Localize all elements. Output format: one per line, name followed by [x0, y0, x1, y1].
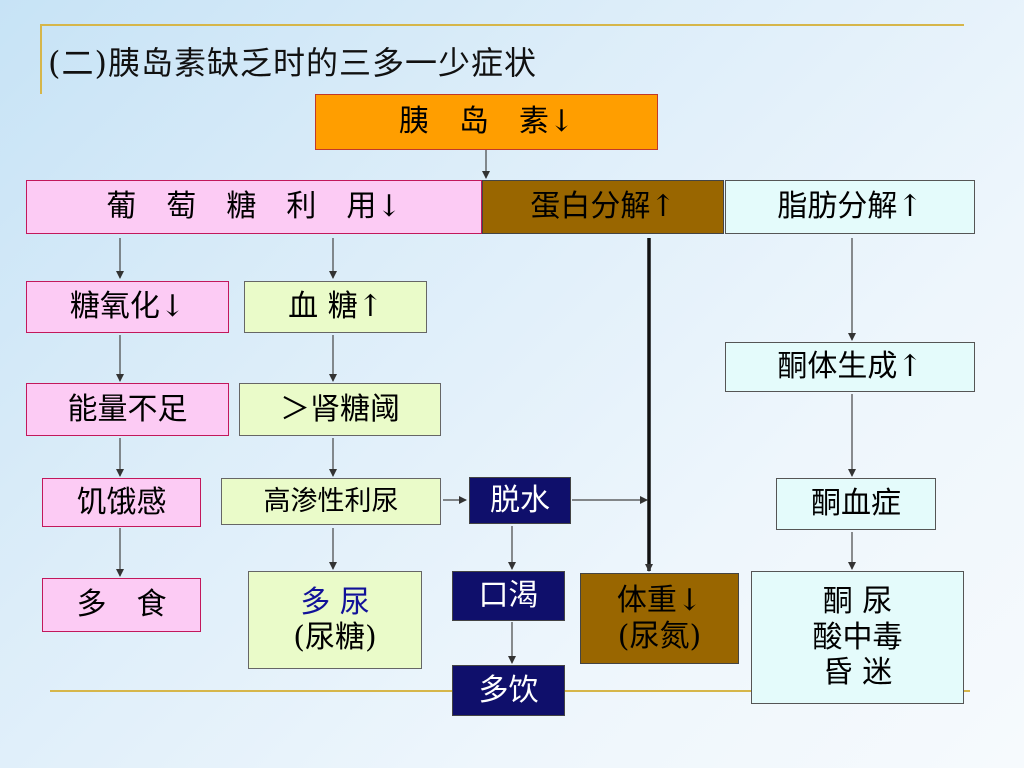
polydipsia-box: 多饮: [452, 665, 565, 716]
blood-sugar-box: 血 糖↑: [244, 281, 427, 333]
ketone-generation-label: 酮体生成↑: [777, 349, 923, 384]
polydipsia-label: 多饮: [478, 672, 539, 708]
blood-sugar-label: 血 糖↑: [288, 289, 383, 324]
ketoacidosis-box: 酮 尿 酸中毒 昏 迷: [751, 571, 964, 704]
glucose-utilization-label: 葡 萄 糖 利 用↓: [106, 189, 402, 224]
dehydration-box: 脱水: [469, 477, 571, 524]
fat-breakdown-box: 脂肪分解↑: [725, 180, 975, 234]
ketone-generation-box: 酮体生成↑: [725, 342, 975, 392]
fat-breakdown-label: 脂肪分解↑: [777, 189, 923, 224]
insulin-label: 胰 岛 素↓: [398, 104, 575, 139]
thirst-label: 口渴: [478, 578, 539, 613]
energy-shortage-label: 能量不足: [67, 391, 188, 427]
glucose-oxidation-box: 糖氧化↓: [26, 281, 229, 333]
osmotic-diuresis-label: 高渗性利尿: [263, 486, 399, 517]
protein-breakdown-box: 蛋白分解↑: [482, 180, 724, 234]
coma-label: 昏 迷: [822, 655, 893, 691]
polyuria-box: 多 尿 (尿糖): [248, 571, 422, 669]
left-decor-line: [40, 24, 42, 94]
hunger-box: 饥饿感: [42, 478, 201, 527]
polyphagia-label: 多 食: [76, 587, 167, 622]
weight-loss-box: 体重↓ (尿氮): [580, 573, 739, 664]
slide-title: (二)胰岛素缺乏时的三多一少症状: [48, 44, 537, 82]
glucose-oxidation-label: 糖氧化↓: [69, 289, 186, 324]
polyphagia-box: 多 食: [42, 578, 201, 632]
renal-threshold-label: ＞肾糖阈: [280, 391, 400, 427]
ketonuria-label: 酮 尿: [822, 584, 893, 620]
hunger-label: 饥饿感: [76, 484, 167, 520]
renal-threshold-box: ＞肾糖阈: [239, 383, 441, 436]
dehydration-label: 脱水: [490, 482, 550, 518]
polyuria-sublabel: (尿糖): [293, 620, 377, 655]
osmotic-diuresis-box: 高渗性利尿: [221, 478, 441, 525]
energy-shortage-box: 能量不足: [26, 383, 229, 436]
top-decor-line: [40, 24, 964, 26]
ketonemia-box: 酮血症: [776, 478, 936, 530]
ketonemia-label: 酮血症: [811, 486, 901, 521]
insulin-box: 胰 岛 素↓: [315, 94, 658, 150]
thirst-box: 口渴: [452, 571, 565, 621]
polyuria-label: 多 尿: [300, 584, 370, 620]
protein-breakdown-label: 蛋白分解↑: [530, 189, 676, 224]
glucose-utilization-box: 葡 萄 糖 利 用↓: [26, 180, 482, 234]
weight-loss-sublabel: (尿氮): [617, 618, 702, 654]
acidosis-label: 酸中毒: [812, 619, 903, 655]
weight-loss-label: 体重↓: [616, 583, 703, 619]
